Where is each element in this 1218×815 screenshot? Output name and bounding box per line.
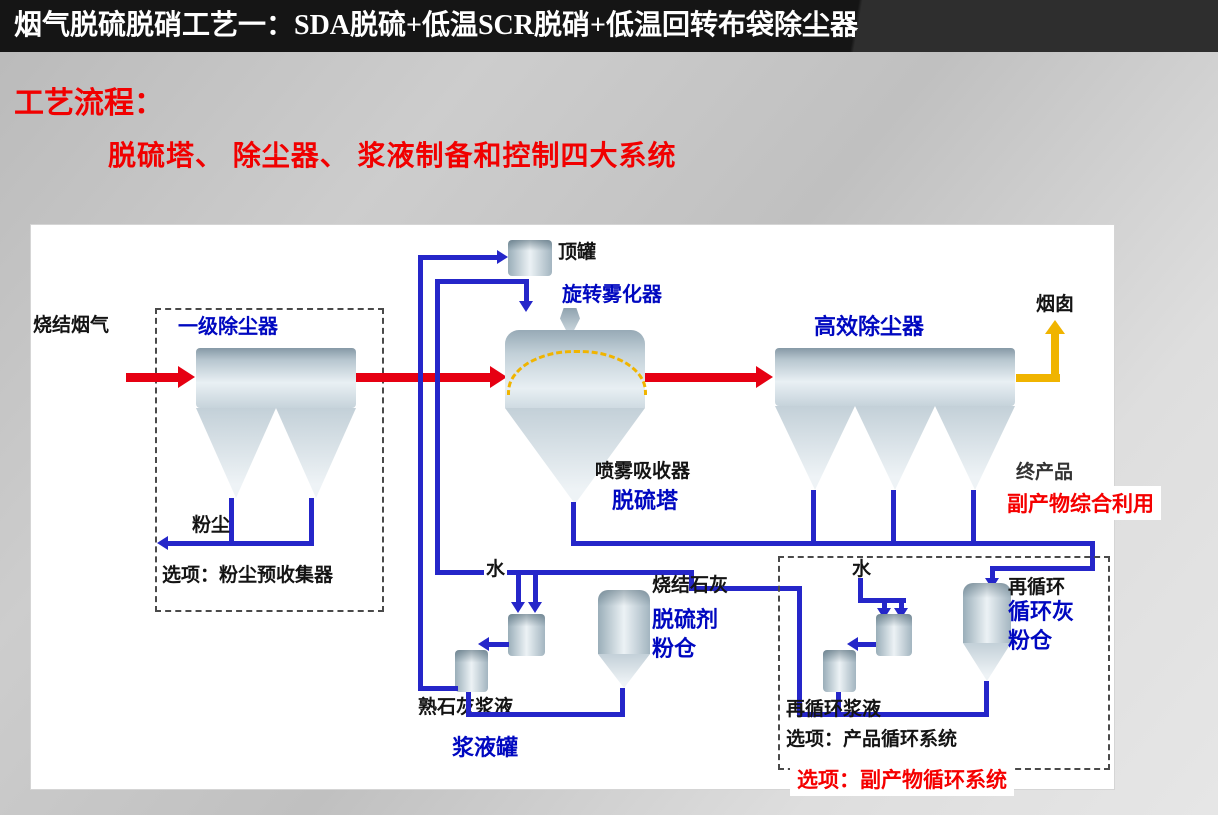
pipe-segment (811, 490, 816, 543)
slurry-riser-pipe (418, 255, 423, 691)
pipe-segment (990, 566, 995, 580)
pipe-segment (466, 692, 471, 717)
pipe-segment (309, 498, 314, 544)
pipe-segment (891, 490, 896, 543)
pipe-segment (571, 502, 576, 543)
pipe-segment (435, 279, 527, 284)
recirc-tank (823, 650, 856, 692)
option-product-cycle-label: 选项：产品循环系统 (786, 729, 958, 750)
pipe-segment (689, 586, 801, 591)
bag-filter-body (775, 348, 1015, 406)
pipe-segment (858, 578, 863, 602)
pipe-segment (797, 586, 802, 717)
water-arrowhead (877, 608, 891, 619)
pipe-segment (858, 642, 876, 647)
pipe-segment (533, 575, 538, 604)
pipe-segment (571, 541, 1095, 546)
spray-absorber-label: 喷雾吸收器 (595, 461, 691, 482)
pipe-segment (990, 566, 1095, 571)
recirculation-label: 再循环 (1008, 577, 1066, 598)
sinter-gas-label: 烧结烟气 (33, 315, 110, 336)
desulfur-tower-label: 脱硫塔 (612, 488, 679, 513)
dust-label: 粉尘 (192, 515, 231, 536)
transfer-arrowhead (478, 637, 489, 651)
process-flow-subheading: 脱硫塔、 除尘器、 浆液制备和控制四大系统 (108, 140, 677, 171)
flue-gas-arrowhead-2 (490, 366, 507, 388)
flue-gas-arrow-2 (356, 373, 492, 382)
slurry-tank-label: 浆液罐 (452, 735, 519, 760)
process-flow-heading: 工艺流程： (14, 87, 164, 120)
pipe-segment (524, 279, 529, 303)
option-precollector-label: 选项：粉尘预收集器 (162, 565, 334, 586)
transfer-arrowhead (847, 637, 858, 651)
pipe-segment (971, 490, 976, 543)
recirc-mix-tank (876, 614, 912, 656)
dust-arrowhead (157, 536, 168, 550)
circ-ash-silo-label: 循环灰 粉仓 (1008, 599, 1075, 653)
pipe-segment (489, 642, 509, 647)
top-tank-vessel (508, 240, 552, 276)
pipe-segment (168, 541, 314, 546)
rotary-atomizer-label: 旋转雾化器 (562, 284, 662, 306)
pipe-segment (882, 598, 887, 610)
water-left-label: 水 (484, 558, 508, 583)
final-product-label: 终产品 (1016, 462, 1074, 483)
top-tank-feed-arrowhead (497, 250, 508, 264)
pipe-segment (620, 688, 625, 717)
primary-dust-collector-body (196, 348, 356, 408)
top-tank-label: 顶罐 (558, 242, 597, 263)
primary-collector-label: 一级除尘器 (178, 316, 278, 338)
clean-gas-riser (1051, 334, 1059, 382)
slide-title: 烟气脱硫脱硝工艺一：SDA脱硫+低温SCR脱硝+低温回转布袋除尘器 (0, 0, 1218, 52)
water-right-label: 水 (850, 558, 874, 583)
flue-gas-arrow-3 (644, 373, 758, 382)
flue-gas-arrow-1 (126, 373, 180, 382)
atomizer-feed-arrowhead (519, 301, 533, 312)
byproduct-utilization-label: 副产物综合利用 (1000, 486, 1161, 520)
pipe-segment (466, 712, 625, 717)
pipe-segment (516, 575, 521, 604)
pipe-segment (689, 570, 694, 590)
flue-gas-arrowhead-1 (178, 366, 195, 388)
option-byproduct-cycle-label: 选项：副产物循环系统 (790, 762, 1014, 796)
flue-gas-arrowhead-3 (756, 366, 773, 388)
high-eff-collector-label: 高效除尘器 (814, 314, 925, 339)
recirc-slurry-label: 再循环浆液 (786, 699, 882, 720)
slurry-tank-vessel (455, 650, 488, 692)
pipe-segment (797, 712, 989, 717)
stack-label: 烟囱 (1036, 294, 1075, 315)
desulfurizer-silo-label: 脱硫剂 粉仓 (652, 607, 719, 661)
water-arrowhead (528, 602, 542, 613)
water-arrowhead (894, 608, 908, 619)
precollector-option-box (155, 308, 384, 612)
pipe-segment (435, 279, 440, 575)
sintered-lime-label: 烧结石灰 (652, 575, 729, 596)
pipe-segment (229, 498, 234, 544)
pipe-segment (418, 255, 497, 260)
pipe-segment (899, 598, 904, 610)
pipe-segment (836, 692, 841, 717)
pipe-segment (984, 681, 989, 717)
mix-tank (508, 614, 545, 656)
stack-arrowhead (1045, 320, 1065, 334)
clean-gas-line (1016, 374, 1060, 382)
pipe-segment (435, 570, 693, 575)
water-arrowhead (511, 602, 525, 613)
circ-ash-silo-body (963, 583, 1011, 643)
lime-silo-body (598, 590, 650, 654)
pipe-segment (418, 686, 458, 691)
